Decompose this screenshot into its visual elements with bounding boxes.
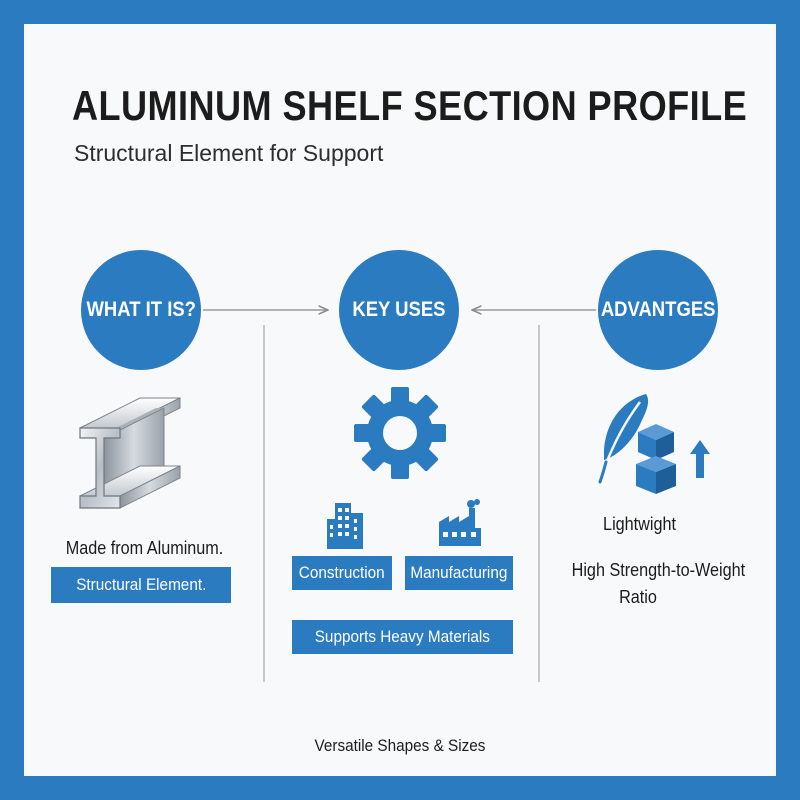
key-uses-heading: KEY USES [352,298,446,321]
gear-icon [354,387,446,479]
made-from-aluminum-text: Made from Aluminum. [66,538,224,558]
page-title: ALUMINUM SHELF SECTION PROFILE [72,82,748,129]
stacked-boxes-up-arrow-icon [636,424,710,494]
what-it-is-circle: WHAT IT IS? [81,250,201,370]
advantages-circle: ADVANTGES [598,250,718,370]
structural-element-tag: Structural Element. [51,567,231,603]
aluminum-i-beam-icon [79,397,181,509]
lightweight-text: Lightwight [603,514,677,534]
strength-to-weight-text: High Strength-to-Weight [571,560,745,580]
supports-heavy-materials-tag: Supports Heavy Materials [292,620,513,654]
what-it-is-heading: WHAT IT IS? [86,298,196,321]
page-subtitle: Structural Element for Support [74,140,384,166]
construction-tag: Construction [292,556,392,590]
advantages-heading: ADVANTGES [600,298,716,321]
key-uses-circle: KEY USES [339,250,459,370]
feather-icon [598,394,649,484]
footer-text: Versatile Shapes & Sizes [314,736,486,755]
ratio-text: Ratio [619,587,657,607]
manufacturing-tag: Manufacturing [405,556,513,590]
buildings-icon [327,503,363,549]
factory-icon [439,499,481,546]
